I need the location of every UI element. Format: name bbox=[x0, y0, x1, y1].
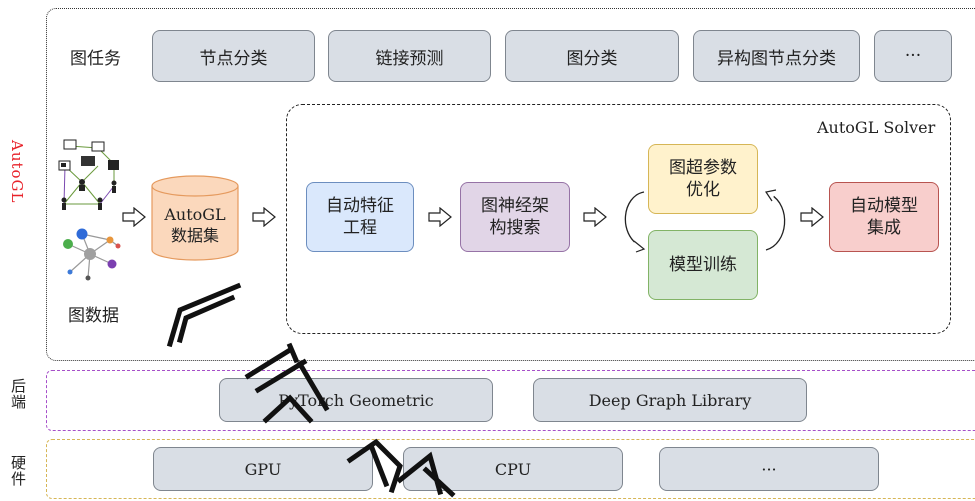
task-link-prediction: 链接预测 bbox=[328, 30, 491, 82]
task-hetero-node-classification: 异构图节点分类 bbox=[693, 30, 860, 82]
nas-line1: 图神经架 bbox=[481, 196, 549, 216]
autogl-side-label: AutoGL bbox=[8, 140, 26, 204]
ensemble-line1: 自动模型 bbox=[850, 196, 918, 216]
backend-region bbox=[46, 370, 975, 431]
feature-engineering-line1: 自动特征 bbox=[326, 196, 394, 216]
backend-side-label: 后端 bbox=[9, 378, 27, 410]
ensemble-line2: 集成 bbox=[867, 218, 901, 238]
cycle-arrow-right-icon bbox=[765, 189, 786, 251]
hpo-box: 图超参数 优化 bbox=[648, 144, 758, 214]
dataset-label: AutoGL 数据集 bbox=[150, 204, 240, 246]
ensemble-box: 自动模型 集成 bbox=[829, 182, 939, 252]
autogl-region bbox=[46, 8, 975, 361]
task-graph-classification: 图分类 bbox=[505, 30, 679, 82]
tasks-label: 图任务 bbox=[70, 49, 121, 69]
arrow-dataset-to-solver bbox=[252, 207, 276, 227]
nas-box: 图神经架 构搜索 bbox=[460, 182, 570, 252]
feature-engineering-box: 自动特征 工程 bbox=[306, 182, 414, 252]
training-label: 模型训练 bbox=[669, 255, 737, 275]
hpo-line2: 优化 bbox=[686, 180, 720, 200]
arrow-nas-to-hpo bbox=[583, 207, 607, 227]
hardware-more: ··· bbox=[659, 447, 879, 491]
dataset-label-line1: AutoGL bbox=[164, 205, 226, 224]
hardware-region bbox=[46, 439, 975, 499]
solver-title: AutoGL Solver bbox=[817, 118, 936, 137]
hardware-gpu: GPU bbox=[153, 447, 373, 491]
feature-engineering-line2: 工程 bbox=[343, 218, 377, 238]
dataset-label-line2: 数据集 bbox=[170, 226, 219, 245]
task-node-classification: 节点分类 bbox=[152, 30, 315, 82]
arrow-to-ensemble bbox=[800, 207, 824, 227]
solver-region bbox=[286, 104, 951, 334]
hpo-line1: 图超参数 bbox=[669, 158, 737, 178]
graph-data-label: 图数据 bbox=[68, 306, 119, 326]
backend-dgl: Deep Graph Library bbox=[533, 378, 807, 422]
nas-line2: 构搜索 bbox=[489, 218, 541, 238]
backend-pyg: PyTorch Geometric bbox=[219, 378, 493, 422]
arrow-graph-to-dataset bbox=[122, 207, 146, 227]
task-more: ··· bbox=[874, 30, 952, 82]
training-box: 模型训练 bbox=[648, 230, 758, 300]
dataset-cylinder bbox=[151, 175, 239, 261]
hardware-cpu: CPU bbox=[403, 447, 623, 491]
hardware-side-label: 硬件 bbox=[9, 455, 27, 487]
cycle-arrow-left-icon bbox=[624, 191, 646, 253]
arrow-feature-to-nas bbox=[428, 207, 452, 227]
graph-data-illustration bbox=[58, 139, 121, 281]
